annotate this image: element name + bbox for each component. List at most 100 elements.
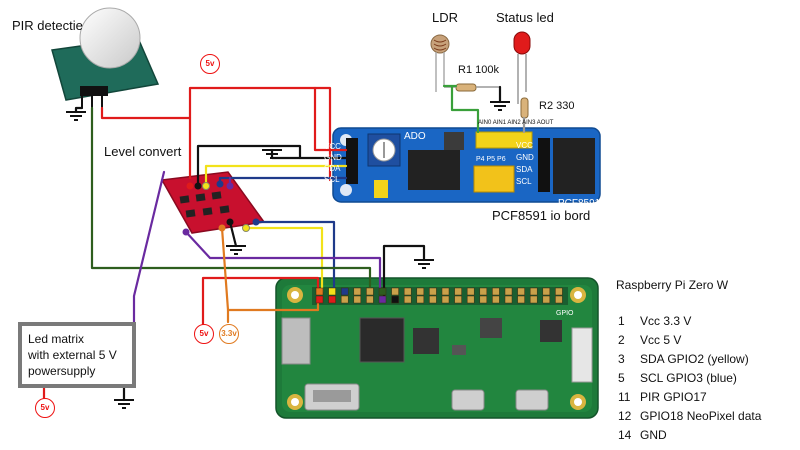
pcf-pin-gnd: GND [324, 153, 342, 162]
gpio-pin [454, 287, 462, 296]
gpio-pin [492, 287, 500, 296]
gpio-pin [529, 295, 538, 304]
gpio-pin [366, 295, 374, 304]
pcf-left-pins: VCC GND SDA SCL [324, 141, 342, 185]
wire-gnd-pi [382, 244, 426, 298]
gpio-pin [466, 295, 475, 304]
pcf-board-label: PCF8591 io bord [492, 208, 591, 223]
gpio-pin [391, 287, 399, 296]
gpio-pin [454, 295, 462, 304]
gpio-pin [340, 295, 349, 304]
badge-3v3: 3.3v [219, 324, 239, 344]
wire-gnd-pir [74, 106, 84, 114]
pcf-pin-scl-r: SCL [516, 177, 532, 186]
ground-symbols [66, 101, 510, 409]
r2-label: R2 330 [539, 100, 575, 112]
led-matrix-box: Led matrix with external 5 V powersupply [18, 322, 136, 388]
wire-sda [204, 164, 348, 188]
pir-sensor [51, 7, 160, 108]
gpio-pin [517, 295, 525, 304]
pcf-ado-label: ADO [404, 131, 426, 142]
led-matrix-line-3: powersupply [28, 364, 96, 378]
pcf-pin-ain0: AIN0 [478, 120, 492, 126]
pin-number: 2 [618, 333, 625, 347]
pi-gpio-label: GPIO [556, 310, 574, 317]
pcf-jumper-p4: P4 [476, 156, 485, 163]
ground-icon [226, 245, 246, 255]
pcf-pin-ain1: AIN1 [492, 120, 507, 126]
gpio-pin [378, 295, 387, 304]
pin-number: 3 [618, 352, 625, 366]
status-led-label: Status led [496, 10, 554, 25]
pin-number: 5 [618, 371, 625, 385]
gpio-pin [403, 295, 412, 304]
pin-legend-item: 3 SDA GPIO2 (yellow) [618, 350, 761, 369]
gpio-pin [315, 287, 324, 296]
r1-label: R1 100k [458, 64, 499, 76]
level-convert-label: Level convert [104, 144, 182, 159]
gpio-pin [391, 295, 399, 304]
gpio-pin [403, 287, 412, 296]
gpio-pin [441, 287, 450, 296]
wire-gnd-level [196, 144, 302, 188]
wire-scl-pi [254, 220, 336, 296]
pin-description: SDA GPIO2 (yellow) [640, 352, 749, 366]
wire-neopixel-matrix [132, 170, 166, 328]
pcf-chip-label: PCF8591 [558, 198, 601, 209]
pin-number: 14 [618, 428, 632, 442]
ground-icon [262, 149, 282, 159]
pcf-pin-aout: AOUT [536, 120, 554, 126]
pin-description: SCL GPIO3 (blue) [640, 371, 737, 385]
pcf-top-pins: AIN0 AIN1 AIN2 AIN3 AOUT [478, 120, 553, 126]
wire-gnd-level-b [228, 220, 238, 248]
pcf-pin-vcc: VCC [324, 142, 341, 151]
gpio-pin [328, 295, 336, 304]
wire-3v3 [220, 226, 320, 312]
gpio-pin [479, 287, 488, 296]
ldr-component [430, 34, 450, 92]
pcf-jumper-p6: P6 [497, 156, 506, 163]
gpio-pin [466, 287, 475, 296]
pcf-pin-ain2: AIN2 [507, 120, 521, 126]
ground-icon [114, 399, 134, 409]
ground-icon [66, 111, 86, 121]
gpio-pin [429, 295, 437, 304]
gpio-pins [315, 287, 563, 304]
level-converter-pins [182, 180, 260, 236]
pcf-pin-sda: SDA [324, 164, 341, 173]
ldr-label: LDR [432, 10, 459, 25]
pir-label: PIR detectie [12, 18, 83, 33]
gpio-pin [328, 287, 336, 296]
pi-title: Raspberry Pi Zero W [616, 278, 729, 292]
pcf8591-board [332, 127, 601, 203]
gpio-pin [492, 295, 500, 304]
badge-5v-matrix: 5v [35, 398, 55, 418]
gpio-pin [555, 295, 563, 304]
gpio-pin [353, 287, 362, 296]
gpio-header [312, 287, 568, 305]
gpio-pin [441, 295, 450, 304]
gpio-pin [366, 287, 374, 296]
wire-ldr [442, 84, 480, 134]
gpio-pin [542, 295, 551, 304]
gpio-pin [517, 287, 525, 296]
wire-5v-pi [201, 276, 320, 342]
gpio-pin [340, 287, 349, 296]
gpio-pin [504, 287, 513, 296]
led-matrix-line-2: with external 5 V [28, 348, 117, 362]
pcf-pin-vcc-r: VCC [516, 141, 533, 150]
ground-icon [414, 259, 434, 269]
badge-5v-pi: 5v [194, 324, 214, 344]
gpio-pin [542, 287, 551, 296]
gpio-pin [416, 287, 425, 296]
raspberry-pi-board [275, 277, 599, 419]
pcf-pin-sda-r: SDA [516, 165, 533, 174]
level-converter-board [160, 171, 266, 234]
pin-description: Vcc 3.3 V [640, 314, 692, 328]
